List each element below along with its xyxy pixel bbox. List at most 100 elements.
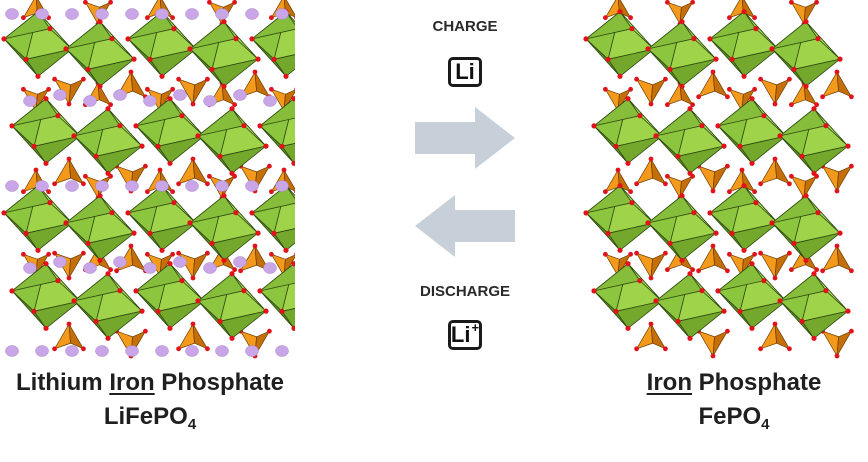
oxygen-atom (221, 193, 227, 199)
oxygen-atom (663, 250, 668, 256)
tetrahedron-face (712, 165, 729, 192)
oxygen-atom (269, 86, 274, 92)
tetrahedron-face (759, 157, 777, 185)
name-word-iron-underlined: Iron (646, 369, 692, 396)
lithium-atom (65, 180, 79, 192)
oxygen-atom (21, 189, 26, 195)
oxygen-atom (749, 160, 755, 166)
po4-tetrahedron (665, 0, 695, 27)
oxygen-atom (837, 230, 843, 236)
oxygen-atom (114, 268, 119, 274)
oxygen-atom (155, 143, 161, 149)
oxygen-atom (791, 240, 797, 246)
oxygen-atom (834, 188, 840, 194)
oxygen-atom (605, 230, 611, 236)
oxygen-atom (803, 83, 809, 89)
oxygen-atom (229, 335, 235, 341)
po4-tetrahedron (820, 163, 854, 194)
octahedron-face (25, 48, 73, 77)
oxygen-atom (803, 257, 809, 263)
lithium-atom (203, 262, 217, 274)
oxygen-atom (629, 200, 635, 206)
tetrahedron-face (821, 330, 839, 358)
lithium-atom (233, 256, 247, 268)
oxygen-atom (665, 0, 670, 5)
octahedron-face (709, 11, 757, 40)
oxygen-atom (179, 278, 185, 284)
tetrahedron-face (254, 245, 271, 272)
lithium-atom (275, 180, 289, 192)
octahedron-face (281, 143, 295, 164)
oxygen-atom (171, 200, 177, 206)
oxygen-atom (66, 156, 72, 162)
feo6-octahedron (653, 271, 727, 341)
octahedron-face (779, 108, 827, 137)
tetrahedron-face (712, 71, 729, 98)
lithium-atom (263, 262, 277, 274)
oxygen-atom (749, 261, 755, 267)
feo6-octahedron (715, 261, 789, 331)
octahedron-face (771, 21, 819, 50)
oxygen-atom (217, 318, 223, 324)
oxygen-atom (128, 243, 134, 249)
oxygen-atom (752, 189, 757, 195)
oxygen-atom (83, 173, 88, 179)
lithium-atom (53, 89, 67, 101)
tetrahedron-face (697, 330, 715, 358)
feo6-octahedron (257, 96, 295, 166)
lithium-atom (143, 262, 157, 274)
oxygen-atom (47, 26, 53, 32)
oxygen-atom (648, 156, 654, 162)
lithium-atom (23, 262, 37, 274)
oxygen-atom (645, 46, 651, 52)
oxygen-atom (105, 106, 111, 112)
oxygen-atom (625, 96, 631, 102)
oxygen-atom (229, 271, 235, 277)
octahedron-face (259, 98, 295, 127)
tetrahedron-face (774, 78, 791, 105)
oxygen-atom (159, 73, 165, 79)
oxygen-atom (131, 230, 137, 236)
feo6-octahedron (71, 106, 145, 176)
oxygen-atom (255, 56, 261, 62)
oxygen-atom (752, 251, 757, 257)
oxygen-atom (85, 66, 91, 72)
oxygen-atom (43, 96, 49, 102)
tetrahedron-face (774, 252, 791, 279)
oxygen-atom (147, 56, 153, 62)
octahedron-face (135, 98, 183, 127)
oxygen-atom (758, 181, 763, 187)
oxygen-atom (205, 181, 210, 187)
feo6-octahedron (1, 9, 75, 79)
oxygen-atom (628, 189, 633, 195)
oxygen-atom (125, 210, 131, 216)
oxygen-atom (221, 257, 227, 263)
oxygen-atom (97, 193, 103, 199)
oxygen-atom (167, 261, 173, 267)
oxygen-atom (131, 56, 137, 62)
octahedron-face (709, 185, 757, 214)
octahedron-face (219, 145, 267, 174)
oxygen-atom (171, 26, 177, 32)
oxygen-atom (617, 9, 623, 15)
oxygen-atom (93, 318, 99, 324)
oxygen-atom (221, 83, 227, 89)
oxygen-atom (170, 251, 176, 257)
feo6-octahedron (777, 106, 851, 176)
oxygen-atom (81, 250, 86, 256)
formula-subscript: 4 (187, 416, 197, 433)
po4-tetrahedron (758, 321, 792, 352)
oxygen-atom (772, 156, 778, 162)
feo6-octahedron (195, 106, 269, 176)
oxygen-atom (715, 123, 721, 129)
oxygen-atom (811, 170, 817, 176)
oxygen-atom (31, 143, 37, 149)
oxygen-atom (139, 308, 145, 314)
lifepo4-crystal-structure (1, 0, 295, 359)
oxygen-atom (787, 250, 792, 256)
oxygen-atom (663, 76, 668, 82)
octahedron-face (655, 108, 703, 137)
oxygen-atom (267, 328, 272, 334)
oxygen-atom (9, 288, 15, 294)
oxygen-atom (625, 325, 631, 331)
